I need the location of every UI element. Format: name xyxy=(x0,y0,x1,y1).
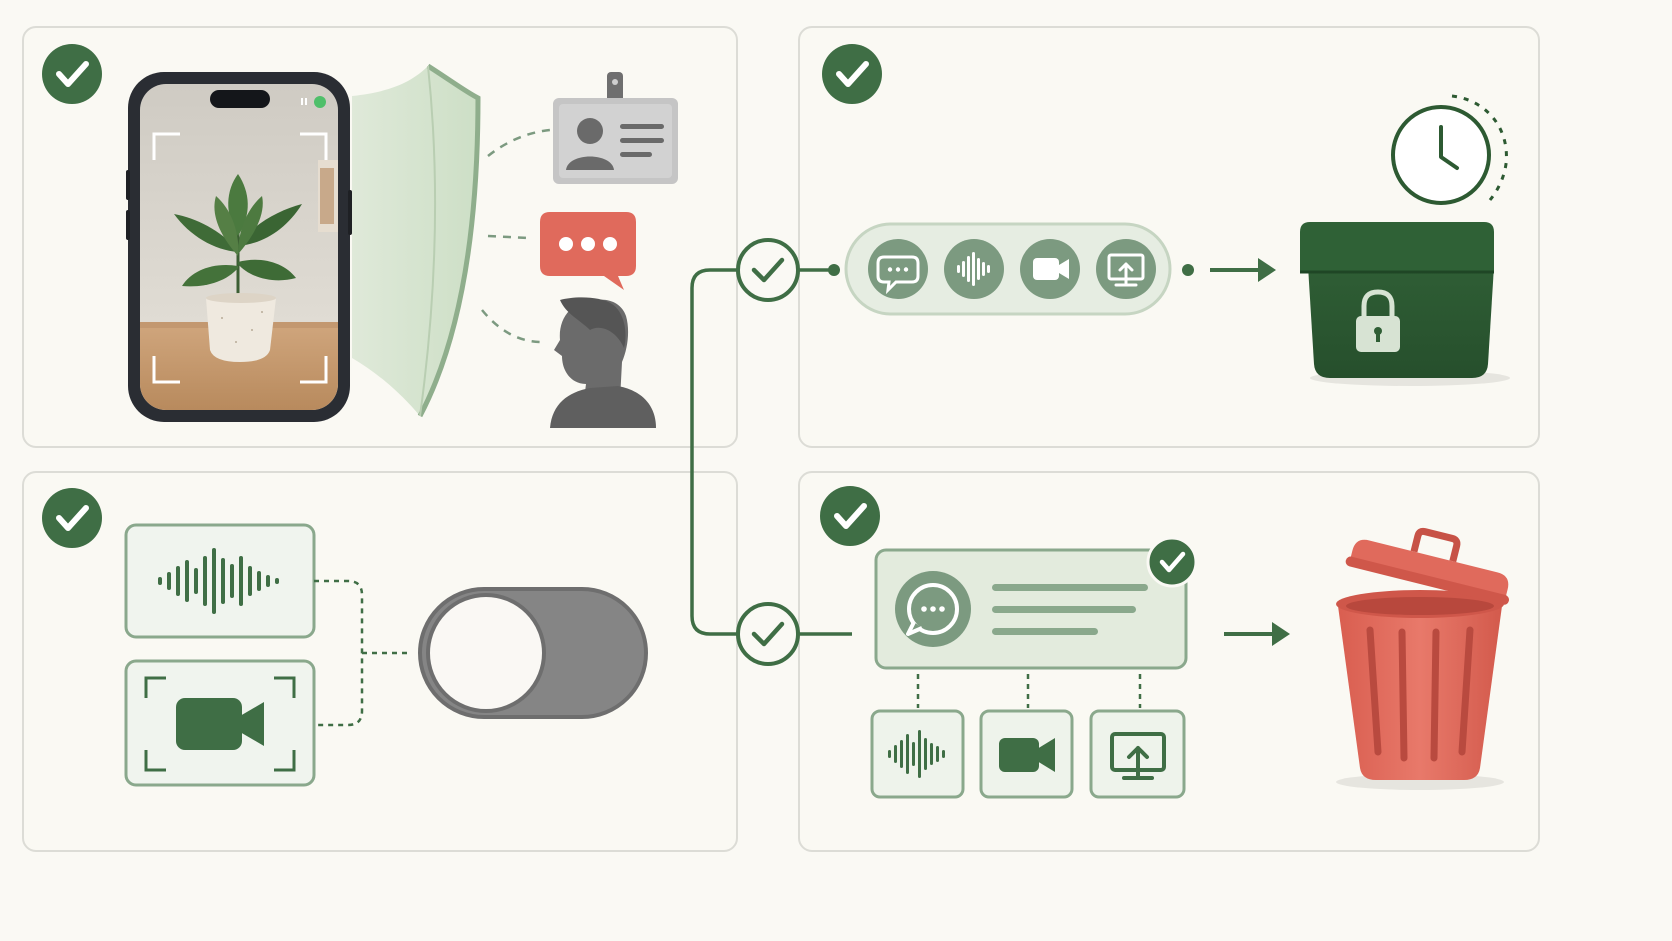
video-camera-icon xyxy=(999,738,1055,772)
plant-icon xyxy=(174,174,302,362)
arrow-to-trash xyxy=(1224,622,1290,646)
screen-share-icon xyxy=(1096,239,1156,299)
waveform-icon xyxy=(158,548,279,614)
shield-icon xyxy=(352,63,481,418)
video-camera-icon xyxy=(176,698,264,750)
video-source-card xyxy=(124,659,316,787)
flow-check-deletion xyxy=(736,602,800,666)
recording-indicator xyxy=(314,96,326,108)
check-icon-deletion xyxy=(820,486,880,546)
screen-share-icon xyxy=(1110,732,1166,780)
arrow-to-storage xyxy=(1210,258,1276,282)
flow-check-storage xyxy=(736,238,800,302)
clock-icon xyxy=(1391,94,1508,205)
phone-camera xyxy=(126,72,352,422)
media-types-pill xyxy=(844,222,1172,316)
message-check-badge xyxy=(1146,536,1198,588)
check-icon-storage xyxy=(822,44,882,104)
trash-can-icon xyxy=(1336,527,1509,790)
id-badge-icon xyxy=(553,72,678,184)
check-icon-capture xyxy=(42,44,102,104)
attachment-tile-video xyxy=(979,709,1074,799)
attachment-tile-audio xyxy=(870,709,965,799)
chat-bubble-icon xyxy=(540,212,636,290)
recording-toggle-switch[interactable] xyxy=(418,587,648,719)
chat-bubble-icon xyxy=(895,571,971,647)
toggle-connectors xyxy=(314,579,412,727)
video-camera-icon xyxy=(1020,239,1080,299)
viewfinder-frame xyxy=(152,132,328,384)
attachment-tile-screen xyxy=(1089,709,1186,799)
person-silhouette-icon xyxy=(550,297,656,428)
flow-connector xyxy=(690,268,852,636)
audio-source-card xyxy=(124,523,316,639)
waveform-icon xyxy=(888,730,945,778)
waveform-icon xyxy=(944,239,1004,299)
message-card xyxy=(874,536,1198,670)
locked-storage-box-icon xyxy=(1300,222,1510,386)
attachment-connectors xyxy=(916,674,1142,708)
check-icon-toggle xyxy=(42,488,102,548)
capture-connectors xyxy=(481,128,551,344)
chat-bubble-icon xyxy=(868,239,928,299)
